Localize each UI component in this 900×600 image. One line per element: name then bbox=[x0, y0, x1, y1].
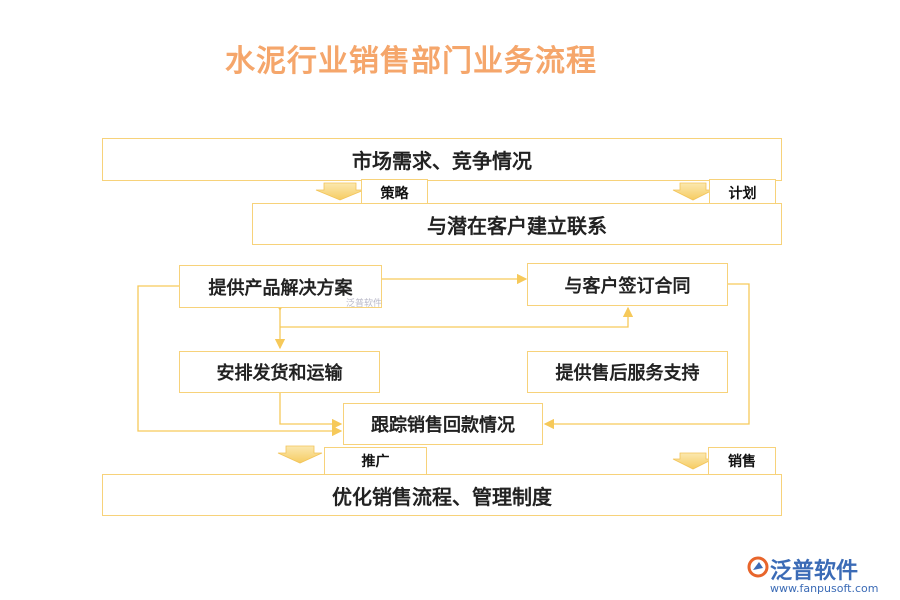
tag-plan: 计划 bbox=[709, 179, 776, 206]
node-aftersale: 提供售后服务支持 bbox=[527, 351, 728, 393]
arrow-to-contract-bottom bbox=[280, 306, 634, 328]
arrow-contract-to-track bbox=[543, 283, 750, 430]
node-solution: 提供产品解决方案 bbox=[179, 265, 382, 308]
node-track: 跟踪销售回款情况 bbox=[343, 403, 543, 445]
brand-url: www.fanpusoft.com bbox=[770, 582, 879, 595]
tag-promote: 推广 bbox=[324, 447, 427, 475]
block-arrow-sales bbox=[672, 452, 714, 470]
node-delivery: 安排发货和运输 bbox=[179, 351, 380, 393]
arrow-solution-to-track bbox=[137, 285, 343, 437]
arrow-delivery-to-track bbox=[279, 393, 343, 430]
watermark: 泛普软件 bbox=[346, 299, 383, 309]
node-contact: 与潜在客户建立联系 bbox=[252, 203, 782, 245]
node-market: 市场需求、竞争情况 bbox=[102, 138, 782, 181]
brand-logo-icon bbox=[747, 556, 769, 578]
node-optimize: 优化销售流程、管理制度 bbox=[102, 474, 782, 516]
block-arrow-plan bbox=[672, 182, 714, 201]
diagram-title: 水泥行业销售部门业务流程 bbox=[225, 44, 597, 79]
brand-name: 泛普软件 bbox=[770, 559, 859, 584]
node-contract: 与客户签订合同 bbox=[527, 263, 728, 306]
block-arrow-promote bbox=[277, 445, 323, 464]
block-arrow-strategy bbox=[315, 182, 365, 201]
tag-sales: 销售 bbox=[708, 447, 776, 475]
tag-strategy: 策略 bbox=[361, 179, 428, 206]
